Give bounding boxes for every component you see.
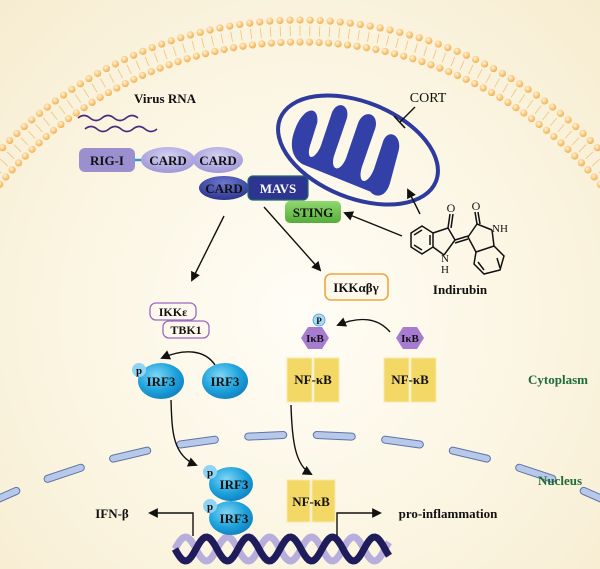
nfkb-label: NF-κB	[294, 372, 332, 387]
irf3	[202, 363, 248, 399]
ikkabg-label: IKKαβγ	[333, 280, 378, 295]
irf3-label: IRF3	[220, 511, 249, 526]
virus-rna-label: Virus RNA	[134, 91, 197, 106]
nuclear-pore-segment	[43, 463, 85, 483]
phosphate-label: p	[136, 365, 142, 377]
ifnb-label: IFN-β	[95, 506, 129, 521]
ikb-nfkb-phospho-complex: P IκB NF-κB	[286, 313, 340, 403]
arrow-nfkb-translocation	[290, 404, 313, 475]
tbk1-label: TBK1	[170, 323, 201, 337]
sting-label: STING	[293, 205, 333, 220]
phosphate-label: p	[207, 467, 213, 479]
card-label: CARD	[199, 153, 237, 168]
cell-membrane	[0, 16, 600, 188]
ikb-nfkb-complex: IκB NF-κB	[383, 327, 437, 403]
arrow-indirubin-to-sting	[343, 211, 403, 237]
arrow-ikb-phosphorylation	[336, 317, 391, 333]
irf3-phospho	[209, 501, 253, 535]
molecule-atom-h: H	[441, 264, 449, 276]
rig-i-complex: RIG-I CARD CARD	[79, 147, 243, 173]
ikb-label: IκB	[306, 333, 324, 345]
mavs-label: MAVS	[260, 181, 297, 196]
nfkb-nuclear: NF-κB	[286, 479, 336, 523]
cort-inhibition-line	[399, 106, 416, 123]
card-domain	[141, 147, 195, 173]
arrow-proinflammation-transcription	[336, 508, 382, 536]
mavs-box	[247, 175, 309, 201]
card-label: CARD	[205, 181, 243, 196]
nuclear-pore-segment	[176, 435, 219, 449]
rig-i-label: RIG-I	[90, 153, 124, 168]
arrow-irf3-phosphorylation	[160, 350, 216, 366]
nuclear-pore-segment	[109, 446, 152, 463]
phosphate-badge	[312, 313, 326, 327]
nuclear-pore-segment	[0, 486, 21, 509]
irf3-phospho	[209, 467, 253, 501]
ikb-hexagon	[396, 327, 424, 349]
ikb-label: IκB	[401, 333, 419, 345]
pro-inflammation-label: pro-inflammation	[399, 506, 498, 521]
nfkb-label: NF-κB	[292, 494, 330, 509]
nfkb-subunit	[286, 479, 311, 523]
phosphate-badge	[203, 465, 217, 479]
irf3-label: IRF3	[147, 374, 176, 389]
molecule-atom-o: O	[447, 201, 456, 215]
mitochondrion-icon	[276, 93, 440, 207]
irf3-label: IRF3	[211, 374, 240, 389]
nfkb-subunit	[286, 357, 313, 403]
phosphate-badge	[203, 499, 217, 513]
mavs-complex: CARD MAVS	[199, 175, 309, 201]
nuclear-pore-segment	[244, 430, 288, 441]
tbk1-box	[162, 320, 210, 339]
cort-label: CORT	[410, 91, 447, 106]
virus-rna-strand-icon	[84, 125, 158, 133]
irf3-phospho	[138, 363, 184, 399]
nucleus-label: Nucleus	[538, 473, 582, 488]
virus-rna-strand-icon	[77, 114, 139, 122]
nuclear-pore-segment	[448, 446, 491, 463]
nfkb-subunit	[410, 357, 437, 403]
cytoplasm-label: Cytoplasm	[528, 372, 588, 387]
arrow-mavs-to-ikke	[191, 215, 225, 282]
ikke-box	[149, 302, 197, 321]
nuclear-envelope	[0, 430, 600, 509]
nuclear-pore-segment	[381, 435, 424, 449]
phosphate-label: p	[207, 501, 213, 513]
nuclear-pore-segment	[312, 430, 356, 441]
card-label: CARD	[149, 153, 187, 168]
ikkabg-box	[324, 273, 389, 301]
nfkb-subunit	[311, 479, 336, 523]
ikke-label: IKKε	[159, 305, 187, 319]
molecule-atom-nh: NH	[492, 223, 508, 235]
phosphate-label: P	[316, 316, 322, 326]
molecule-atom-o: O	[472, 199, 481, 213]
irf3-label: IRF3	[220, 477, 249, 492]
nfkb-label: NF-κB	[391, 372, 429, 387]
sting-box	[285, 201, 341, 223]
card-domain	[193, 147, 243, 173]
ikb-hexagon	[301, 327, 329, 349]
phosphate-badge	[132, 363, 146, 377]
irf3-dimer: p p IRF3 IRF3	[203, 465, 253, 535]
cort-inhibition-bar	[393, 115, 406, 129]
rig-i-box	[79, 148, 135, 172]
nuclear-pore-segment	[579, 486, 600, 509]
arrow-mavs-to-ikk	[263, 206, 322, 272]
card-domain-mavs	[199, 176, 249, 200]
nuclear-pore-segment	[515, 463, 557, 483]
indirubin-structure-icon	[410, 211, 505, 275]
nfkb-subunit	[383, 357, 410, 403]
arrow-indirubin-to-mito	[407, 188, 421, 215]
dna-double-helix-icon	[171, 533, 392, 565]
molecule-atom-n: N	[441, 253, 449, 265]
nfkb-subunit	[313, 357, 340, 403]
indirubin-label: Indirubin	[433, 282, 488, 297]
arrow-irf3-translocation	[170, 399, 198, 467]
arrow-ifnb-transcription	[148, 508, 194, 536]
